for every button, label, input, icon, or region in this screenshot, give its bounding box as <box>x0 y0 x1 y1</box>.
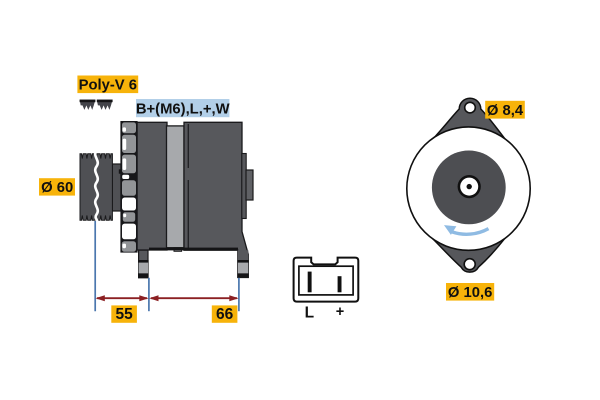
svg-text:B+(M6),L,+,W: B+(M6),L,+,W <box>136 101 230 117</box>
svg-text:55: 55 <box>115 306 133 323</box>
svg-text:Ø 8,4: Ø 8,4 <box>487 103 524 119</box>
svg-text:Ø 10,6: Ø 10,6 <box>448 285 492 301</box>
svg-text:66: 66 <box>216 306 234 323</box>
svg-text:Ø 60: Ø 60 <box>41 180 73 196</box>
svg-text:Poly-V 6: Poly-V 6 <box>79 77 137 93</box>
svg-text:L: L <box>305 305 314 322</box>
svg-text:+: + <box>336 304 344 320</box>
